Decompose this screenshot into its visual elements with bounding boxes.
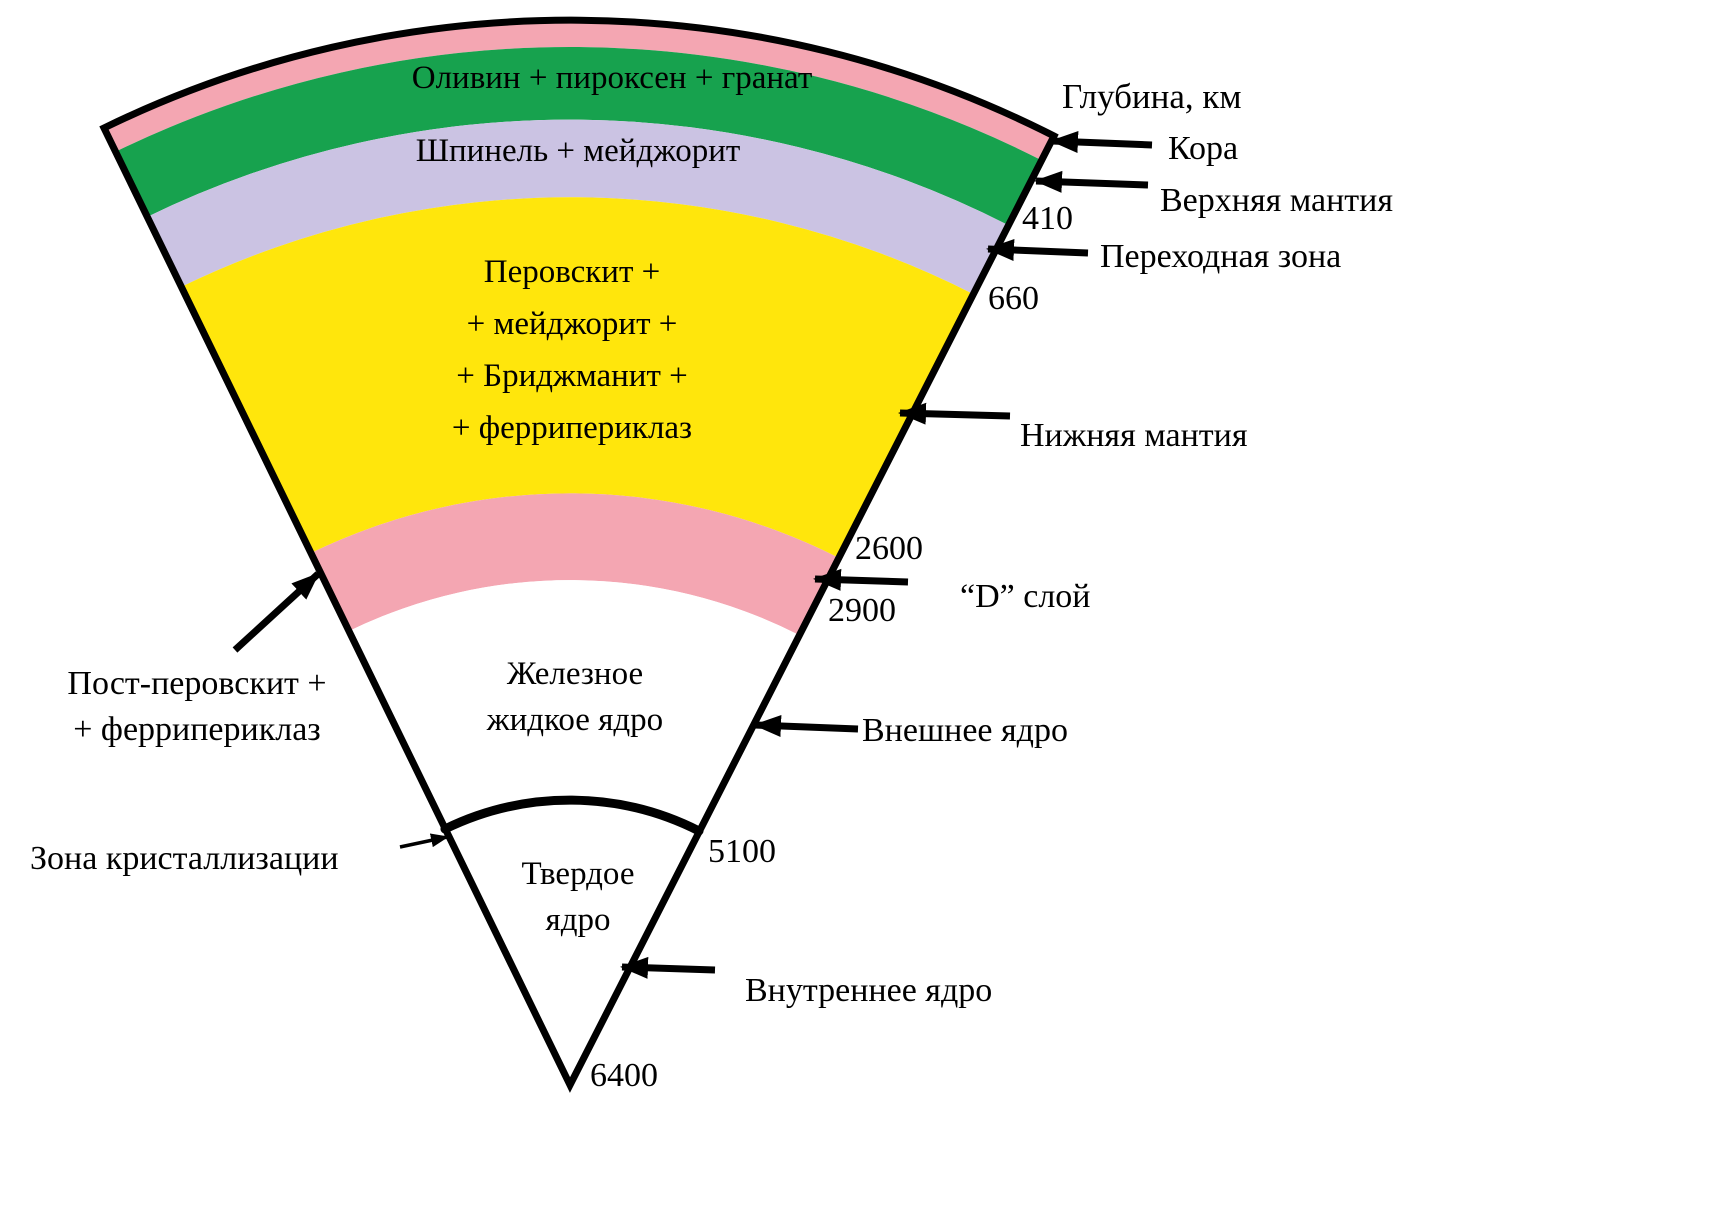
outer-core-label: Внешнее ядро xyxy=(862,712,1068,749)
transition-zone-label: Переходная зона xyxy=(1100,238,1341,275)
inner-core-boundary-arc xyxy=(440,795,704,836)
d-double-prime-layer xyxy=(311,493,839,635)
outer-core-label-line1: Железное xyxy=(507,656,643,692)
transition-zone-layer xyxy=(147,119,1008,294)
depth-6400-label: 6400 xyxy=(590,1057,658,1094)
crust-label: Кора xyxy=(1168,130,1238,167)
post-perovskite-label-line1: Пост-перовскит + xyxy=(67,665,326,702)
lower-mantle-layer xyxy=(181,197,973,558)
depth-2900-label: 2900 xyxy=(828,592,896,629)
crystallization-zone-label: Зона кристаллизации xyxy=(30,840,339,877)
lower-mantle-label: Нижняя мантия xyxy=(1020,417,1248,454)
lower-mantle-minerals-line1: Перовскит + xyxy=(484,254,661,290)
lower-mantle-minerals-line3: + Бриджманит + xyxy=(456,358,687,394)
depth-410-label: 410 xyxy=(1022,200,1073,237)
inner-core-label-line2: ядро xyxy=(546,902,611,938)
outer-core-label-line2: жидкое ядро xyxy=(486,702,663,738)
upper-mantle-arrow xyxy=(1034,170,1149,193)
lower-mantle-minerals-line2: + мейджорит + xyxy=(467,306,678,342)
post-perovskite-label-line2: + феррипериклаз xyxy=(73,711,320,748)
d-layer-label: “D” слой xyxy=(960,578,1091,615)
crust-layer xyxy=(104,20,1054,161)
inner-core-arrow xyxy=(620,956,716,979)
lower-mantle-minerals-line4: + феррипериклаз xyxy=(452,410,692,446)
depth-2600-label: 2600 xyxy=(855,530,923,567)
upper-mantle-minerals-label: Оливин + пироксен + гранат xyxy=(412,60,813,96)
wedge-outline xyxy=(99,16,1059,1093)
d-layer-arrow xyxy=(813,568,909,591)
inner-core-label-line1: Твердое xyxy=(522,856,635,892)
post-perovskite-arrow xyxy=(232,571,321,653)
depth-scale-title: Глубина, км xyxy=(1062,77,1242,116)
crystallization-zone-arrow xyxy=(399,833,449,849)
depth-5100-label: 5100 xyxy=(708,833,776,870)
crust-arrow xyxy=(1050,131,1153,154)
core-region xyxy=(349,580,799,1085)
transition-minerals-label: Шпинель + мейджорит xyxy=(416,133,741,169)
upper-mantle-layer xyxy=(115,46,1041,225)
inner-core-label: Внутреннее ядро xyxy=(745,972,992,1009)
upper-mantle-label: Верхняя мантия xyxy=(1160,182,1393,219)
outer-core-arrow xyxy=(753,715,859,738)
depth-660-label: 660 xyxy=(988,280,1039,317)
lower-mantle-arrow xyxy=(898,402,1011,425)
transition-zone-arrow xyxy=(986,239,1089,262)
